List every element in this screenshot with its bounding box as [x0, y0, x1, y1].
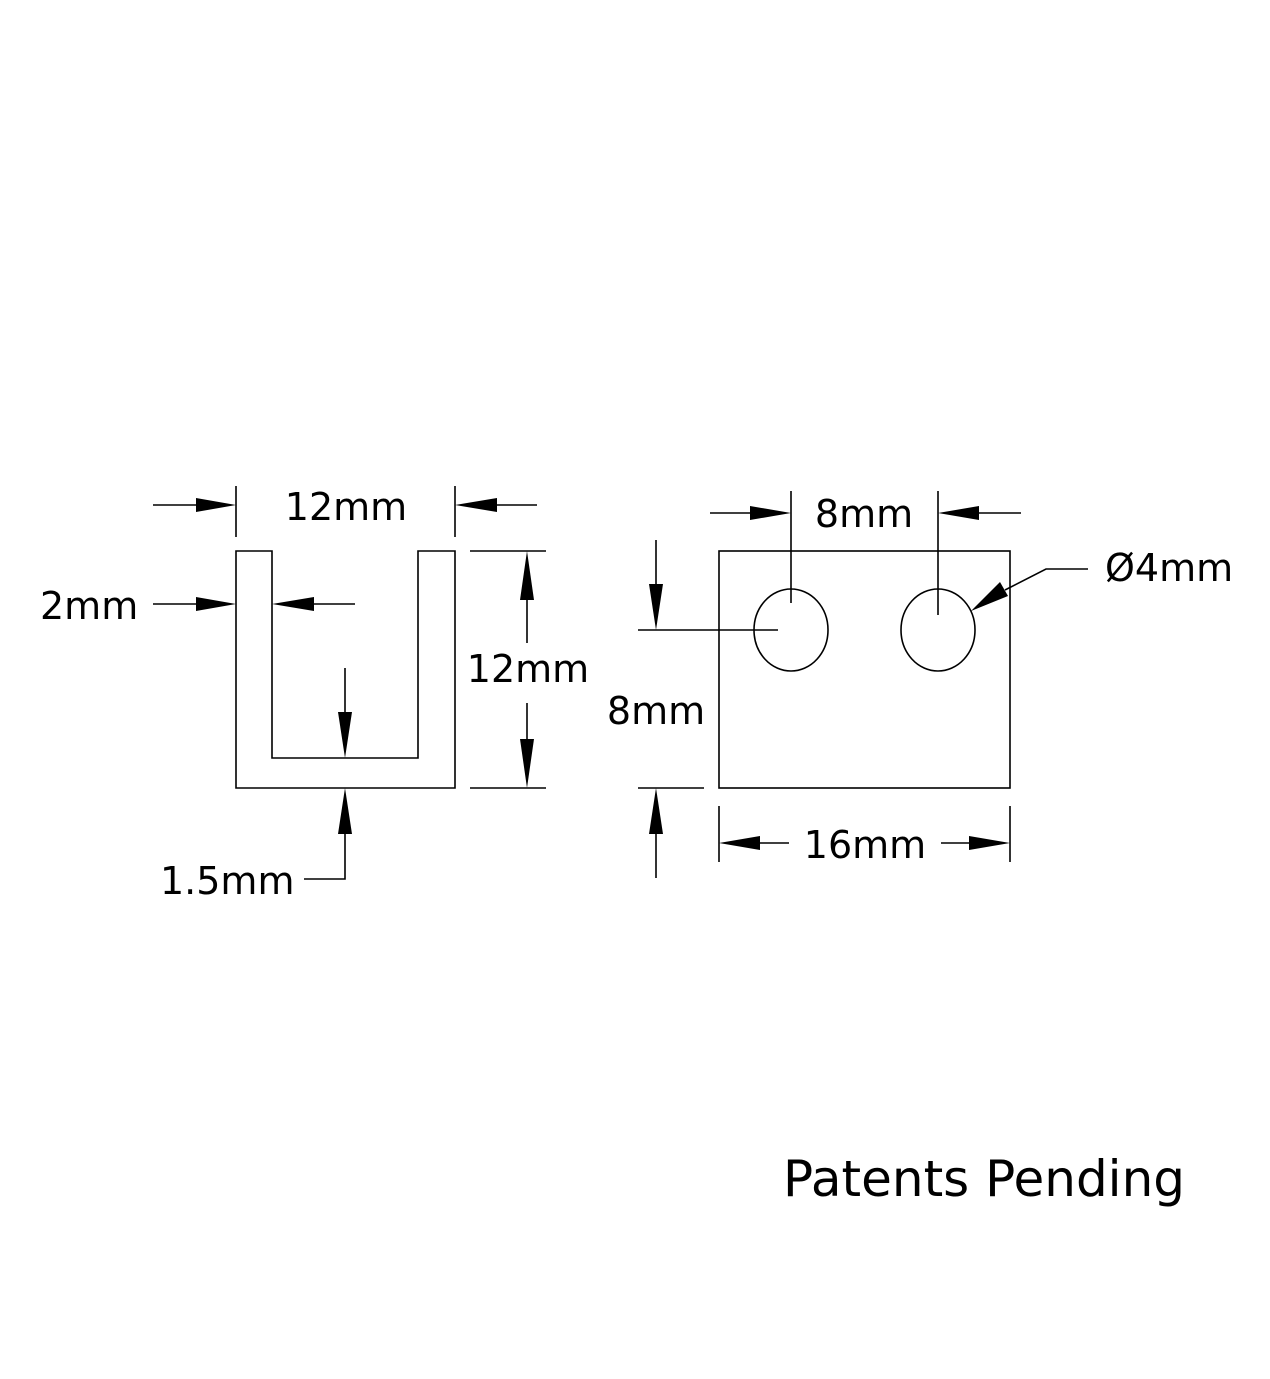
u-channel-profile-view: 12mm 2mm 12mm 1.5mm — [40, 485, 589, 903]
base-thickness-dimension: 1.5mm — [160, 668, 352, 903]
patents-note: Patents Pending — [783, 1150, 1185, 1208]
hole-diameter-callout: Ø4mm — [971, 546, 1233, 611]
height-dimension: 12mm — [467, 550, 589, 789]
wall-thickness-label: 2mm — [40, 584, 138, 628]
arrow-up-icon — [520, 551, 534, 600]
width-dimension: 12mm — [153, 485, 537, 537]
hole-diameter-label: Ø4mm — [1105, 546, 1233, 590]
width-label: 12mm — [285, 485, 407, 529]
arrow-up-icon — [338, 788, 352, 834]
base-thickness-label: 1.5mm — [160, 859, 294, 903]
arrow-up-icon — [649, 788, 663, 834]
hole-spacing-label: 8mm — [815, 492, 913, 536]
arrow-left-icon — [938, 506, 979, 520]
arrow-left-icon — [719, 836, 760, 850]
arrow-down-icon — [520, 739, 534, 788]
side-view: 8mm Ø4mm 8mm 16mm — [607, 491, 1233, 878]
arrow-right-icon — [750, 506, 791, 520]
arrow-down-icon — [649, 584, 663, 630]
arrow-right-icon — [196, 597, 236, 611]
side-outline — [718, 550, 1011, 789]
length-dimension: 16mm — [718, 806, 1011, 867]
wall-thickness-dimension: 2mm — [40, 584, 355, 628]
hole-height-label: 8mm — [607, 689, 705, 733]
u-channel-outline — [235, 550, 456, 789]
hole-spacing-dimension: 8mm — [710, 491, 1021, 615]
arrow-right-icon — [969, 836, 1010, 850]
height-label: 12mm — [467, 647, 589, 691]
arrow-down-icon — [338, 712, 352, 758]
arrow-left-icon — [455, 498, 497, 512]
arrow-left-icon — [272, 597, 314, 611]
length-label: 16mm — [804, 823, 926, 867]
arrow-pointer-icon — [971, 582, 1008, 611]
hole-height-dimension: 8mm — [607, 540, 778, 878]
arrow-right-icon — [196, 498, 236, 512]
